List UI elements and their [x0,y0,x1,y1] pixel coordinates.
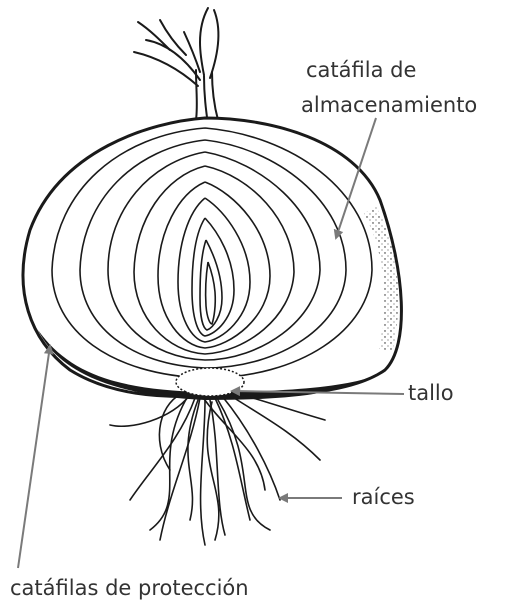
onion-roots [110,392,325,545]
label-storage-scale-line1: catáfila de [306,60,416,81]
label-protection-scales: catáfilas de protección [10,578,249,599]
onion-neck-leaves [134,8,218,125]
onion-bulb [23,118,401,400]
arrow-protection-scales [18,346,50,568]
label-storage-scale-line2: almacenamiento [301,95,477,116]
label-stem: tallo [408,383,454,404]
label-roots: raíces [352,487,415,508]
